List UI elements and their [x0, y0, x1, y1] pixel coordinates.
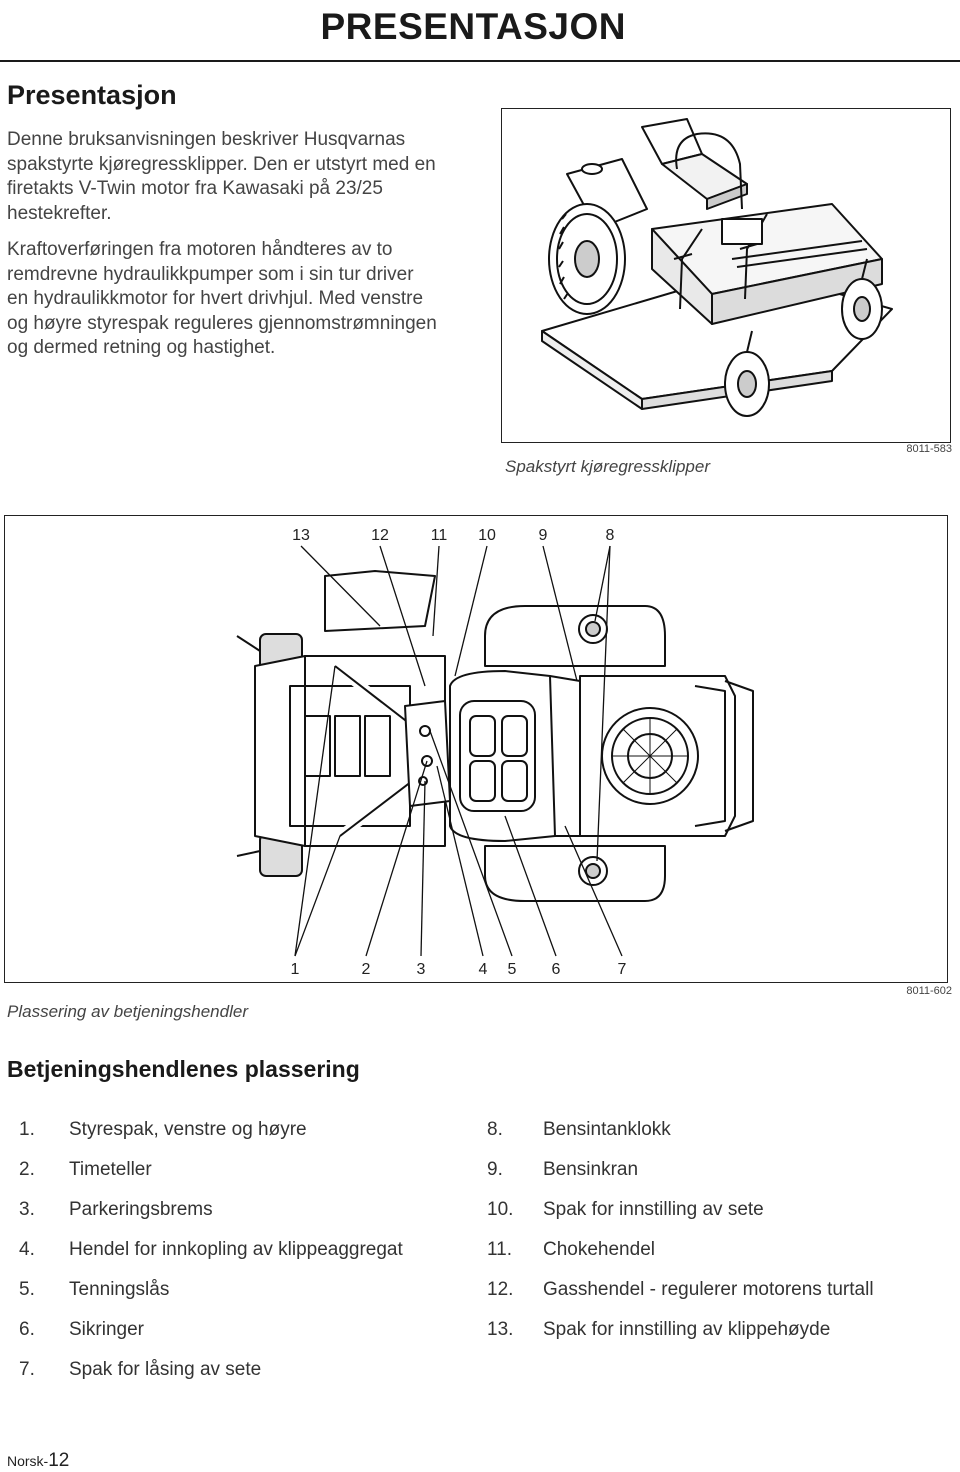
list-item-number: 7.: [19, 1359, 35, 1380]
list-item-number: 1.: [19, 1119, 35, 1140]
callout-8: 8: [606, 527, 615, 544]
list-item-text: Spak for innstilling av sete: [543, 1199, 764, 1220]
callout-2: 2: [362, 961, 371, 978]
list-item: 8. Bensintanklokk: [487, 1119, 927, 1143]
list-item-text: Bensintanklokk: [543, 1119, 671, 1140]
list-item: 10. Spak for innstilling av sete: [487, 1199, 927, 1223]
callout-6: 6: [552, 961, 561, 978]
controls-diagram-code: 8011-602: [906, 985, 952, 997]
mower-illustration-frame: [501, 108, 951, 443]
callout-9: 9: [539, 527, 548, 544]
list-item: 7. Spak for låsing av sete: [19, 1359, 459, 1383]
list-item-text: Styrespak, venstre og høyre: [69, 1119, 307, 1140]
mower-illustration-code: 8011-583: [906, 443, 952, 455]
controls-diagram-caption: Plassering av betjeningshendler: [7, 1002, 248, 1021]
callout-12: 12: [371, 527, 389, 544]
list-item-text: Chokehendel: [543, 1239, 655, 1260]
list-item-number: 3.: [19, 1199, 35, 1220]
list-item-number: 13.: [487, 1319, 514, 1340]
header-rule: [0, 60, 960, 62]
page-number: 12: [48, 1450, 70, 1471]
list-item-text: Spak for låsing av sete: [69, 1359, 262, 1380]
list-item-text: Spak for innstilling av klippehøyde: [543, 1319, 831, 1340]
controls-diagram-frame: 13 12 11 10 9 8 1 2 3 4 5 6 7: [4, 515, 948, 983]
list-item: 11. Chokehendel: [487, 1239, 927, 1263]
list-item-text: Sikringer: [69, 1319, 144, 1340]
list-item: 3. Parkeringsbrems: [19, 1199, 459, 1223]
page-footer: Norsk-12: [7, 1450, 69, 1472]
list-item-text: Timeteller: [69, 1159, 152, 1180]
list-item-text: Bensinkran: [543, 1159, 639, 1180]
callout-10: 10: [478, 527, 496, 544]
callout-3: 3: [417, 961, 426, 978]
list-item-number: 9.: [487, 1159, 503, 1180]
list-item: 5. Tenningslås: [19, 1279, 459, 1303]
list-item-number: 8.: [487, 1119, 503, 1140]
list-item-number: 12.: [487, 1279, 514, 1300]
list-item: 1. Styrespak, venstre og høyre: [19, 1119, 459, 1143]
controls-top-view-diagram: 13 12 11 10 9 8 1 2 3 4 5 6 7: [236, 527, 754, 978]
list-item-number: 2.: [19, 1159, 35, 1180]
list-item: 9. Bensinkran: [487, 1159, 927, 1183]
callout-13: 13: [292, 527, 310, 544]
list-item-number: 5.: [19, 1279, 35, 1300]
page-header-title: PRESENTASJON: [320, 6, 626, 47]
intro-paragraph: Denne bruksanvisningen beskriver Husqvar…: [7, 129, 436, 224]
drive-paragraph: Kraftoverføringen fra motoren håndteres …: [7, 239, 437, 358]
callout-11: 11: [431, 527, 448, 544]
controls-list-heading: Betjeningshendlenes plassering: [7, 1056, 360, 1082]
list-item: 4. Hendel for innkopling av klippeaggrega…: [19, 1239, 459, 1263]
list-item-text: Gasshendel - regulerer motorens turtall: [543, 1279, 874, 1300]
list-item-number: 11.: [487, 1239, 513, 1260]
list-item-number: 6.: [19, 1319, 35, 1340]
callout-4: 4: [479, 961, 488, 978]
list-item: 6. Sikringer: [19, 1319, 459, 1343]
footer-language: Norsk-: [7, 1453, 49, 1469]
list-item-number: 10.: [487, 1199, 514, 1220]
list-item-text: Parkeringsbrems: [69, 1199, 213, 1220]
list-item: 13. Spak for innstilling av klippehøyde: [487, 1319, 927, 1343]
mower-perspective-illustration: [541, 118, 893, 417]
list-item-text: Hendel for innkopling av klippeaggregat: [69, 1239, 403, 1260]
list-item: 2. Timeteller: [19, 1159, 459, 1183]
list-item: 12. Gasshendel - regulerer motorens turta…: [487, 1279, 927, 1303]
callout-7: 7: [618, 961, 627, 978]
mower-illustration-caption: Spakstyrt kjøregressklipper: [505, 457, 711, 476]
list-item-number: 4.: [19, 1239, 35, 1260]
callout-1: 1: [291, 961, 300, 978]
list-item-text: Tenningslås: [69, 1279, 170, 1300]
callout-5: 5: [508, 961, 517, 978]
section-heading: Presentasjon: [7, 80, 177, 110]
